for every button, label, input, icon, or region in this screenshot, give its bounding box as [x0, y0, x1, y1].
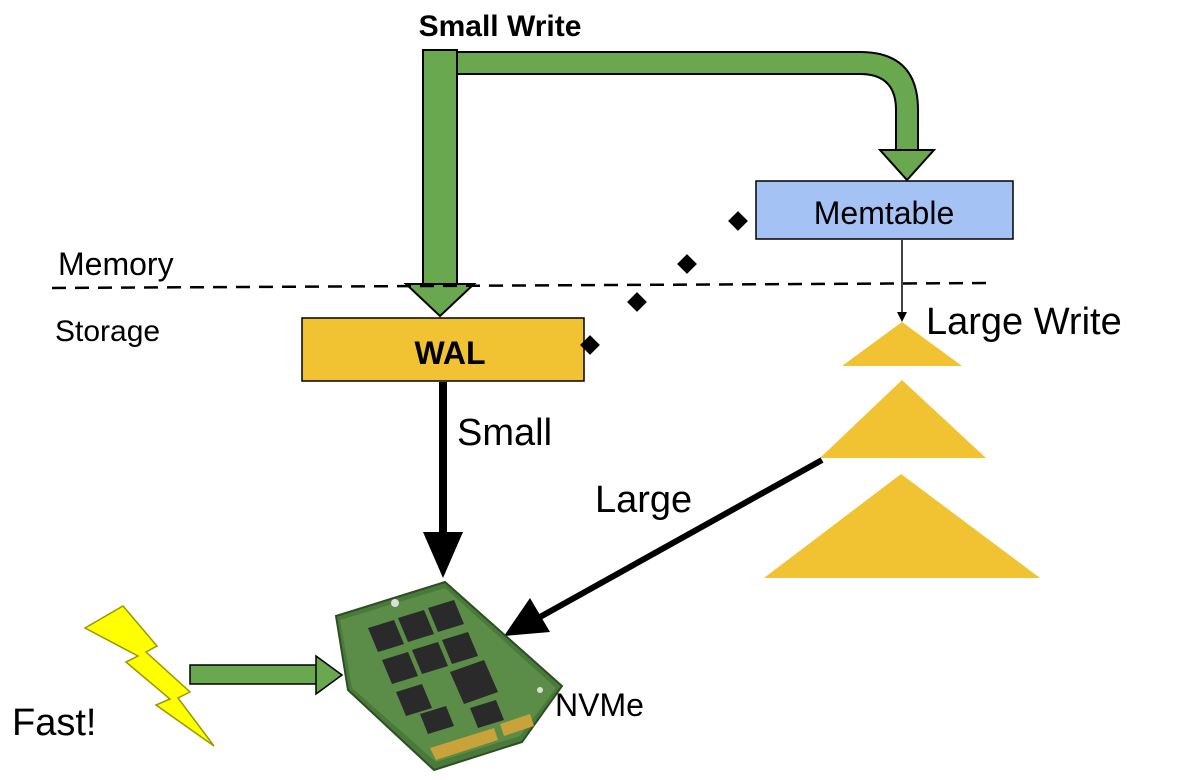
storage-label: Storage [55, 315, 160, 348]
lsm-to-nvme-arrow [504, 457, 824, 636]
memtable-wal-connector [580, 211, 748, 355]
memory-label: Memory [58, 246, 174, 282]
lsm-level-0 [842, 322, 962, 366]
nvme-label: NVMe [555, 687, 644, 723]
large-write-label: Large Write [926, 301, 1122, 343]
fast-arrow [189, 654, 344, 696]
lsm-level-2 [764, 474, 1040, 578]
memtable-label: Memtable [814, 195, 955, 231]
small-label: Small [457, 412, 552, 454]
fast-label: Fast! [12, 702, 96, 744]
wal-label: WAL [414, 335, 485, 371]
memory-storage-divider [51, 281, 991, 290]
flush-arrow [897, 240, 907, 322]
green-arrow-to-wal [403, 49, 477, 318]
lsm-levels [764, 322, 1040, 578]
green-arrow-to-memtable [456, 51, 937, 182]
wal-to-nvme-arrow [423, 382, 463, 578]
ssd-drive-icon [334, 580, 564, 772]
wal-box: WAL [301, 317, 585, 382]
lsm-level-1 [820, 380, 986, 458]
large-label: Large [595, 479, 692, 521]
memtable-box: Memtable [755, 180, 1014, 240]
lightning-bolt-icon [83, 605, 215, 747]
small-write-label: Small Write [419, 10, 582, 43]
